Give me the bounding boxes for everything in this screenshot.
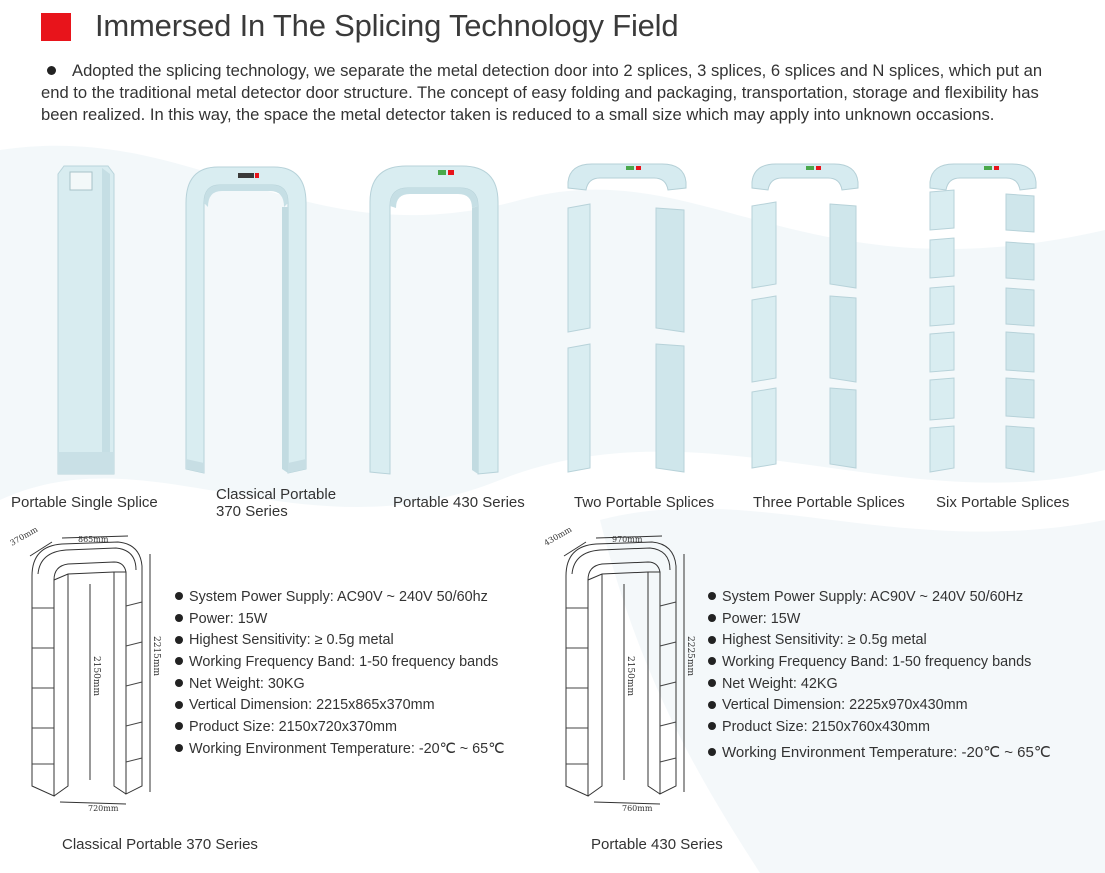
bullet-icon — [708, 592, 716, 601]
bullet-icon — [175, 700, 183, 709]
dim-inner-width-430: 760mm — [622, 804, 653, 813]
product-label-370-line1: Classical Portable — [216, 486, 337, 503]
header-accent-square — [41, 13, 71, 41]
spec-item: Net Weight: 30KG — [175, 674, 504, 696]
product-label-single-splice: Portable Single Splice — [11, 494, 158, 511]
spec-item: Working Environment Temperature: -20℃ ~ … — [175, 739, 504, 761]
spec-item: Highest Sensitivity: ≥ 0.5g metal — [175, 630, 504, 652]
bullet-icon — [175, 722, 183, 731]
spec-item: Vertical Dimension: 2225x970x430mm — [708, 695, 1051, 717]
spec-item: Product Size: 2150x760x430mm — [708, 717, 1051, 739]
product-image-430-series — [369, 165, 499, 475]
bullet-icon — [175, 657, 183, 666]
spec-item: Working Frequency Band: 1-50 frequency b… — [708, 652, 1051, 674]
dim-width-370: 865mm — [78, 535, 109, 544]
dim-depth-430: 430mm — [544, 525, 574, 548]
spec-item: System Power Supply: AC90V ~ 240V 50/60H… — [708, 587, 1051, 609]
spec-list-370: System Power Supply: AC90V ~ 240V 50/60h… — [175, 587, 504, 761]
page-title: Immersed In The Splicing Technology Fiel… — [95, 8, 679, 43]
spec-item: Working Frequency Band: 1-50 frequency b… — [175, 652, 504, 674]
model-caption-370: Classical Portable 370 Series — [62, 836, 258, 853]
bullet-icon — [175, 613, 183, 622]
product-image-six-splices — [929, 163, 1037, 473]
product-label-six-splices: Six Portable Splices — [936, 494, 1070, 511]
bullet-icon — [708, 700, 716, 709]
bullet-icon — [175, 678, 183, 687]
bullet-icon — [708, 635, 716, 644]
bullet-icon — [708, 657, 716, 666]
spec-item: Vertical Dimension: 2215x865x370mm — [175, 695, 504, 717]
spec-item: System Power Supply: AC90V ~ 240V 50/60h… — [175, 587, 504, 609]
dimension-drawing-370: 370mm 865mm 2215mm 2150mm 720mm — [10, 525, 161, 813]
dim-height-370: 2215mm — [151, 636, 161, 676]
bullet-icon — [708, 613, 716, 622]
bullet-icon — [47, 66, 56, 76]
model-caption-430: Portable 430 Series — [591, 836, 723, 853]
bullet-icon — [175, 592, 183, 601]
dim-width-430: 970mm — [612, 535, 643, 544]
spec-item: Net Weight: 42KG — [708, 674, 1051, 696]
product-image-370-series — [185, 166, 307, 474]
bullet-icon — [708, 748, 716, 757]
product-label-430-series: Portable 430 Series — [393, 494, 525, 511]
dimension-drawing-430: 430mm 970mm 2225mm 2150mm 760mm — [544, 525, 695, 813]
product-label-370-series: Classical Portable 370 Series — [216, 486, 336, 520]
spec-item: Highest Sensitivity: ≥ 0.5g metal — [708, 630, 1051, 652]
spec-item: Power: 15W — [175, 609, 504, 631]
dim-inner-height-370: 2150mm — [91, 656, 101, 696]
product-label-three-splices: Three Portable Splices — [753, 494, 905, 511]
bullet-icon — [175, 635, 183, 644]
spec-item: Working Environment Temperature: -20℃ ~ … — [708, 742, 1051, 764]
product-image-three-splices — [751, 163, 859, 469]
dim-depth-370: 370mm — [10, 525, 40, 548]
spec-list-430: System Power Supply: AC90V ~ 240V 50/60H… — [708, 587, 1051, 764]
product-image-two-splices — [567, 163, 687, 473]
spec-item: Power: 15W — [708, 609, 1051, 631]
dim-inner-width-370: 720mm — [88, 804, 119, 813]
intro-text: Adopted the splicing technology, we sepa… — [41, 61, 1043, 124]
dim-inner-height-430: 2150mm — [625, 656, 635, 696]
product-label-370-line2: 370 Series — [216, 503, 288, 520]
dim-height-430: 2225mm — [685, 636, 695, 676]
product-image-single-splice — [57, 165, 115, 475]
bullet-icon — [708, 722, 716, 731]
spec-item: Product Size: 2150x720x370mm — [175, 717, 504, 739]
product-label-two-splices: Two Portable Splices — [574, 494, 715, 511]
intro-paragraph: Adopted the splicing technology, we sepa… — [41, 60, 1061, 126]
bullet-icon — [708, 678, 716, 687]
bullet-icon — [175, 744, 183, 753]
